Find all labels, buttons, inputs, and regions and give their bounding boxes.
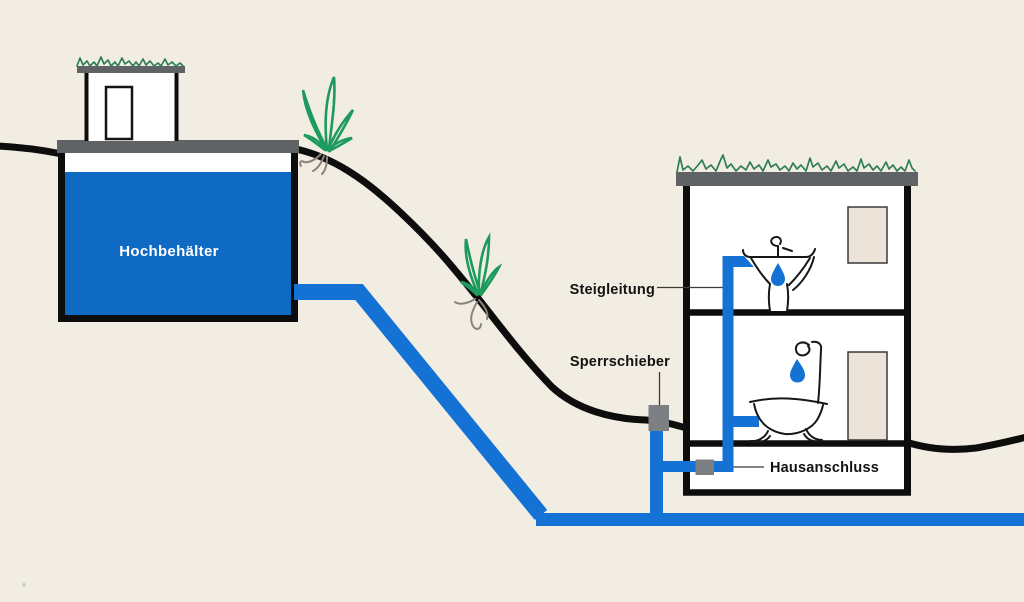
plant-icon [454, 232, 503, 330]
reservoir-tank: Hochbehälter [57, 56, 299, 322]
plant-icon [299, 76, 355, 175]
grass-icon [676, 154, 916, 173]
paper-speck [21, 582, 27, 588]
water-pipes [294, 256, 1024, 526]
droplet-icon [790, 359, 805, 383]
house-roof [676, 172, 918, 186]
house-connection-label: Hausanschluss [770, 460, 879, 476]
reservoir-water [61, 172, 295, 320]
house-window [847, 206, 888, 264]
droplet-icon [771, 263, 785, 286]
valve-label: Sperrschieber [570, 354, 670, 370]
grass-icon [76, 56, 184, 67]
house [676, 154, 918, 496]
house-door [847, 351, 888, 441]
valve-icon [648, 405, 669, 431]
connector-icon [695, 459, 714, 475]
terrain-line [0, 142, 1024, 453]
hut-roof [77, 66, 185, 73]
reservoir-cap [57, 140, 299, 153]
sink-icon [742, 235, 816, 312]
reservoir-label: Hochbehälter [119, 243, 218, 260]
toilet-icon [749, 340, 828, 444]
riser-pipe [722, 256, 757, 472]
access-hut [76, 56, 185, 141]
riser-label: Steigleitung [570, 282, 655, 298]
hut-door [104, 85, 134, 141]
supply-pipe [294, 284, 548, 521]
